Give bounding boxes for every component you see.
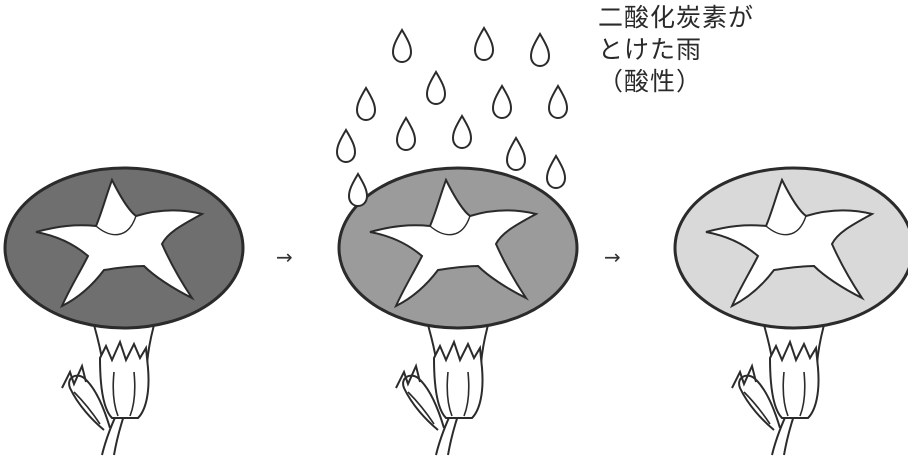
raindrop bbox=[548, 85, 568, 119]
raindrop bbox=[348, 173, 368, 207]
raindrop bbox=[452, 115, 472, 149]
raindrop bbox=[546, 155, 566, 189]
caption-line-3: （酸性） bbox=[598, 67, 703, 96]
raindrop bbox=[356, 87, 376, 121]
acid-rain-caption: 二酸化炭素が とけた雨 （酸性） bbox=[598, 2, 754, 98]
raindrop bbox=[392, 29, 412, 63]
caption-line-1: 二酸化炭素が bbox=[598, 3, 755, 32]
caption-line-2: とけた雨 bbox=[598, 35, 703, 64]
raindrop bbox=[506, 137, 526, 171]
raindrop bbox=[426, 71, 446, 105]
flower-before bbox=[3, 166, 245, 457]
raindrop bbox=[492, 85, 512, 119]
raindrop bbox=[474, 27, 494, 61]
raindrop bbox=[530, 33, 550, 67]
arrow-right-icon: → bbox=[276, 245, 293, 269]
flower-in-rain bbox=[337, 166, 579, 457]
arrow-right-icon: → bbox=[604, 245, 621, 269]
raindrop bbox=[396, 117, 416, 151]
flower-after bbox=[673, 166, 908, 457]
raindrop bbox=[336, 129, 356, 163]
